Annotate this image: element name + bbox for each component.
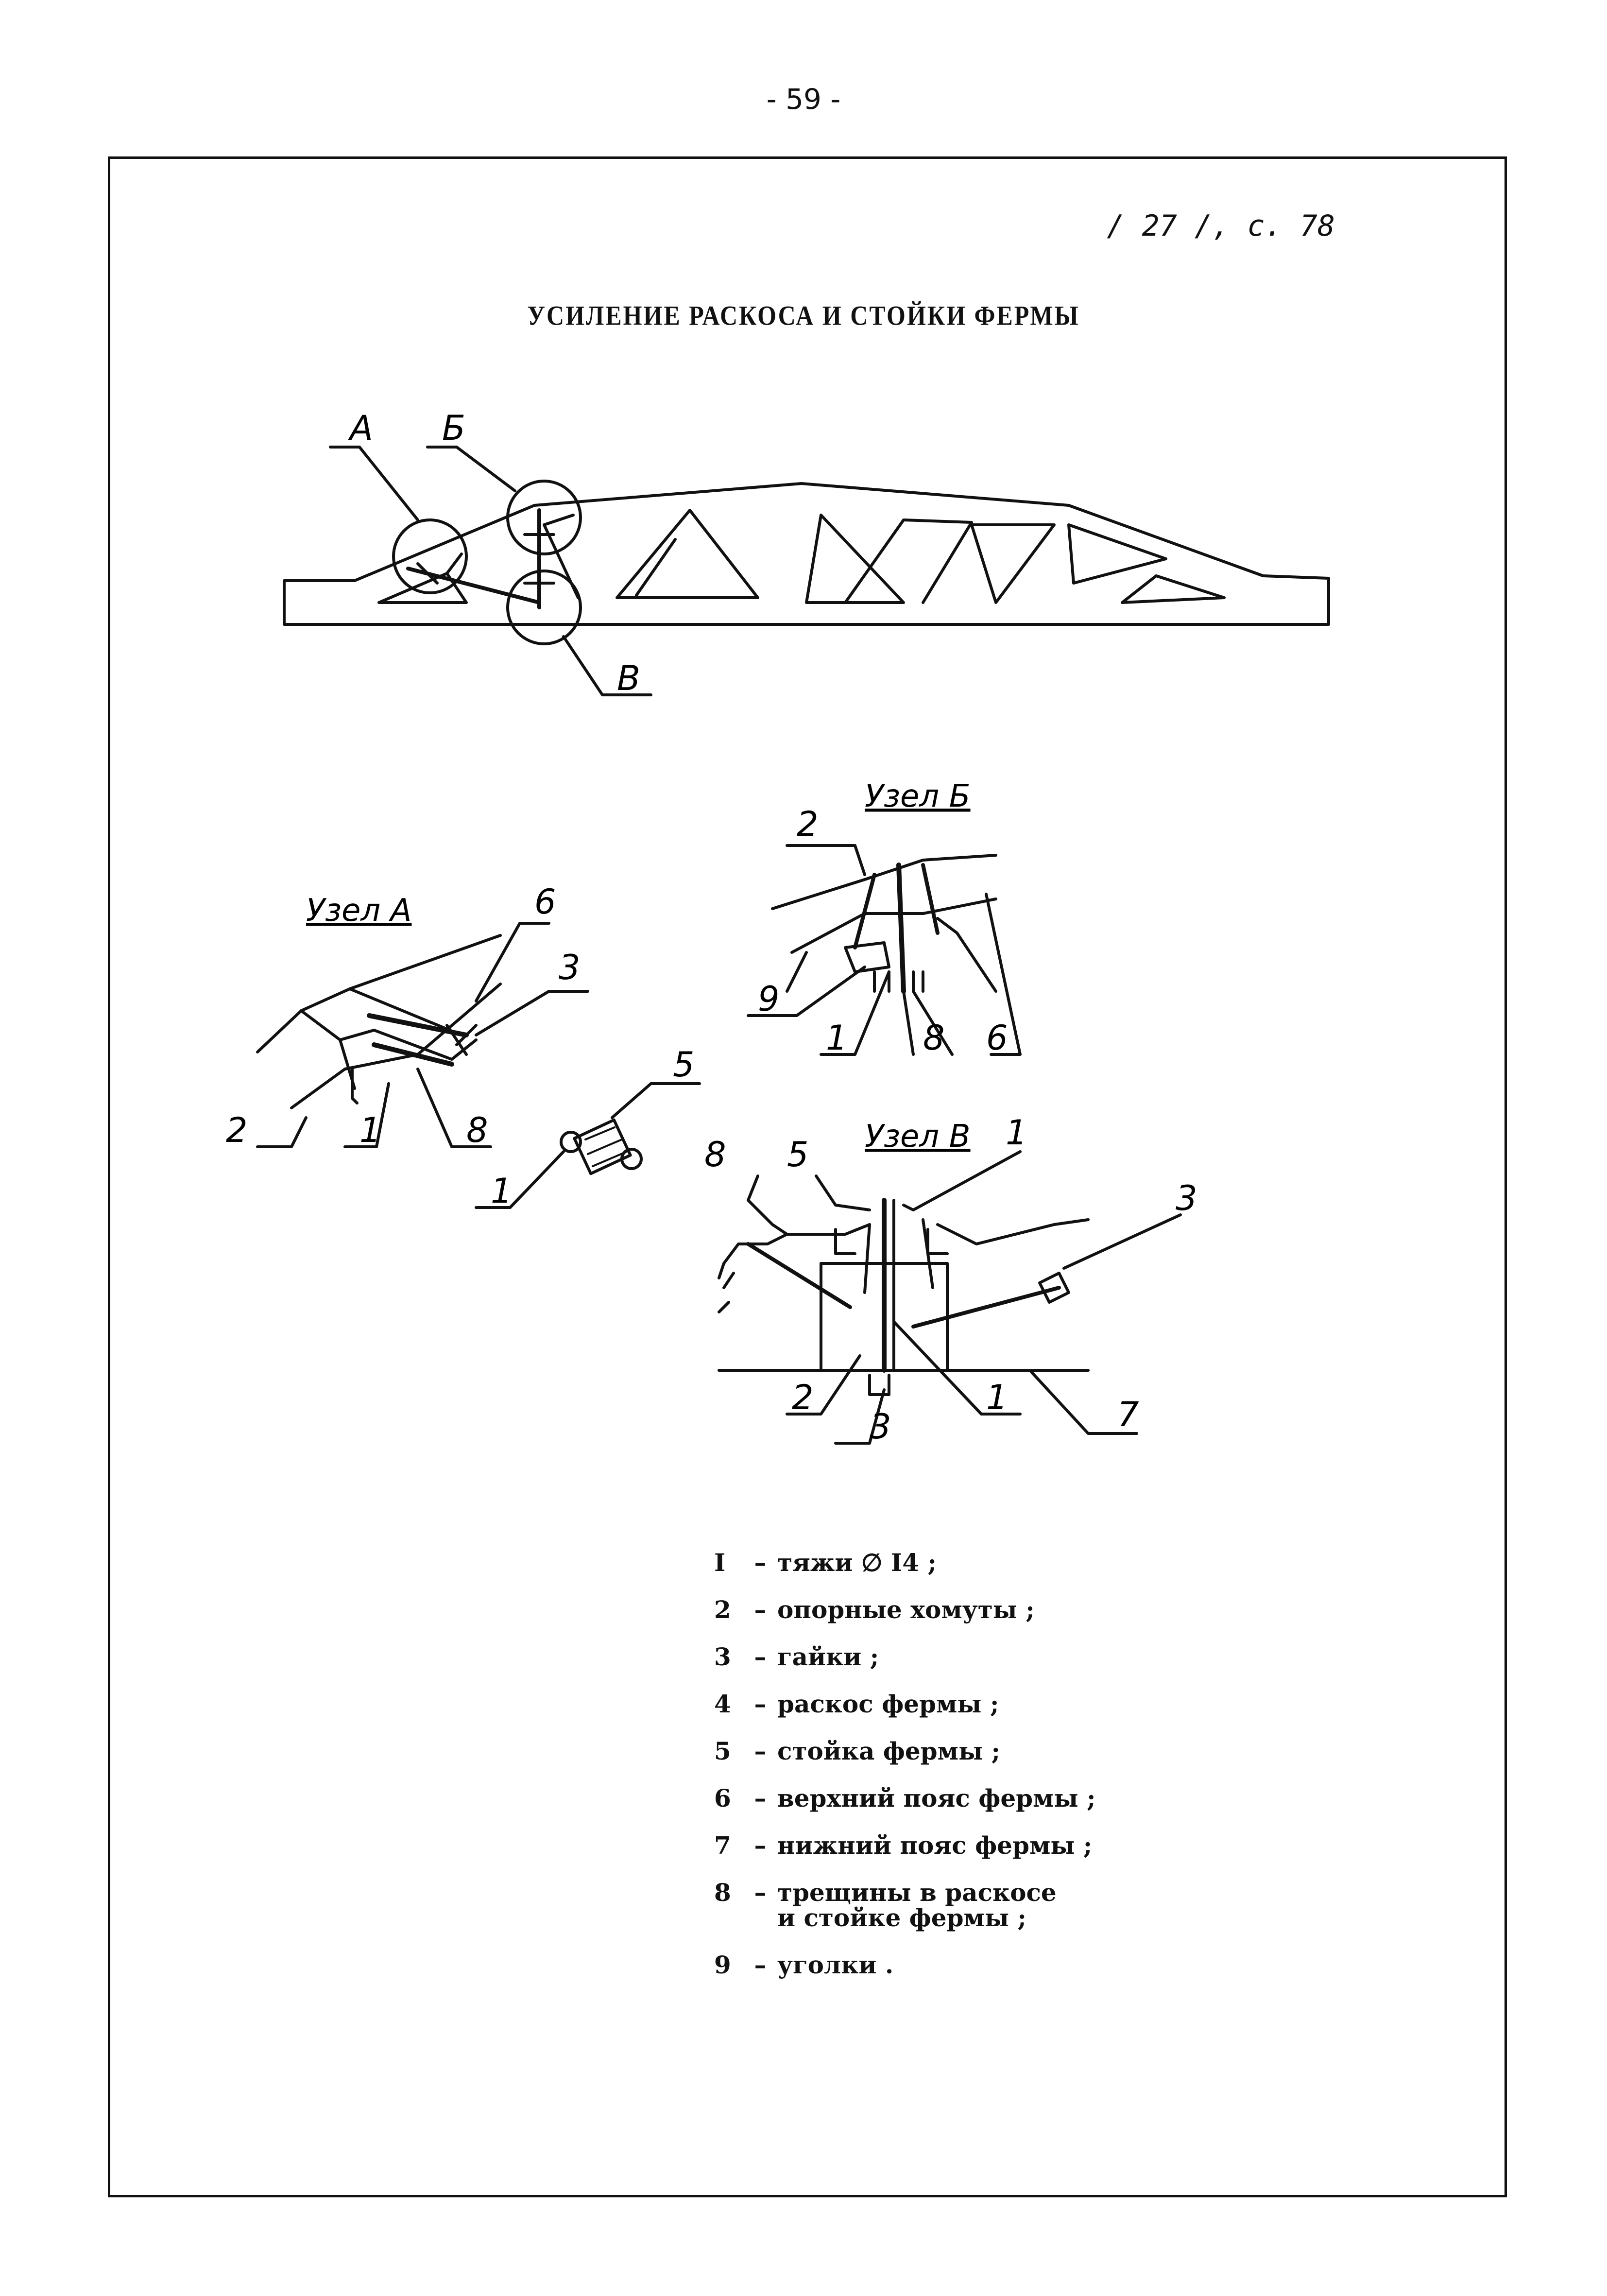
node-a-label-6: 6 — [534, 882, 556, 922]
callout-label-b: Б — [442, 408, 465, 448]
legend-number: 6 — [714, 1784, 731, 1813]
node-b-label-2: 2 — [797, 804, 819, 844]
detail-title-node-a: Узел А — [306, 893, 411, 929]
node-a-label-3: 3 — [559, 948, 581, 987]
legend-dash: – — [754, 1642, 767, 1671]
legend-number: 4 — [714, 1690, 731, 1718]
legend-number: 5 — [714, 1737, 731, 1765]
truss-web-opening — [377, 572, 468, 604]
legend-number: 3 — [714, 1642, 731, 1671]
node-c-label-2: 2 — [792, 1378, 814, 1417]
truss-web-opening — [970, 523, 1056, 604]
truss-web-opening — [1067, 523, 1167, 585]
legend-list: I–тяжи ∅ I4 ;2–опорные хомуты ;3–гайки ;… — [714, 1550, 1151, 2000]
node-b-detail — [747, 844, 1022, 1056]
legend-text: раскос фермы ; — [777, 1690, 999, 1718]
node-a-label-2: 2 — [226, 1110, 248, 1150]
callout-circle-b — [506, 480, 582, 555]
legend-text: тяжи ∅ I4 ; — [777, 1548, 937, 1577]
node-c-label-3-right: 3 — [1176, 1178, 1197, 1218]
truss-outline — [283, 482, 1330, 626]
node-b-label-8: 8 — [923, 1018, 945, 1058]
legend-item: 5–стойка фермы ; — [714, 1739, 1151, 1764]
callout-label-c: В — [617, 658, 640, 698]
callout-circle-a — [392, 518, 468, 594]
legend-dash: – — [754, 1690, 767, 1718]
node-a-detail — [256, 922, 589, 1148]
callout-circle-c — [506, 570, 582, 645]
detail-title-node-b: Узел Б — [865, 778, 971, 814]
truss-web-opening — [635, 538, 677, 597]
truss-elevation — [283, 446, 1330, 696]
truss-web-opening — [844, 518, 973, 604]
legend-number: I — [714, 1548, 726, 1577]
node-a-label-8: 8 — [466, 1110, 488, 1150]
legend-item: 7–нижний пояс фермы ; — [714, 1833, 1151, 1858]
legend-text: верхний пояс фермы ; — [777, 1784, 1096, 1813]
page-number: - 59 - — [766, 83, 841, 116]
legend-dash: – — [754, 1831, 767, 1860]
node-b-label-9: 9 — [758, 979, 780, 1019]
node-c-detail — [718, 1150, 1182, 1445]
node-c-label-1-bottom: 1 — [986, 1378, 1008, 1417]
node-c-label-1-top: 1 — [1006, 1113, 1027, 1153]
node-c-label-7: 7 — [1117, 1395, 1139, 1434]
legend-dash: – — [754, 1548, 767, 1577]
detail-title-node-c: Узел В — [865, 1119, 971, 1155]
legend-item: 4–раскос фермы ; — [714, 1692, 1151, 1717]
legend-item: I–тяжи ∅ I4 ; — [714, 1550, 1151, 1575]
legend-text: нижний пояс фермы ; — [777, 1831, 1093, 1860]
legend-dash: – — [754, 1737, 767, 1765]
legend-number: 2 — [714, 1595, 731, 1624]
truss-web-opening — [615, 509, 759, 599]
truss-web-opening — [805, 514, 905, 604]
node-c-label-8: 8 — [704, 1135, 726, 1174]
legend-item: 8–трещины в раскосе и стойке фермы ; — [714, 1880, 1151, 1931]
legend-dash: – — [754, 1878, 767, 1907]
legend-dash: – — [754, 1595, 767, 1624]
legend-text: гайки ; — [777, 1642, 879, 1671]
reference-citation: / 27 /, с. 78 — [1107, 209, 1335, 243]
legend-dash: – — [754, 1784, 767, 1813]
section-detail — [475, 1082, 701, 1209]
section-label-1: 1 — [491, 1171, 513, 1211]
page-frame — [108, 156, 1507, 2197]
legend-dash: – — [754, 1951, 767, 1979]
truss-web-opening — [1121, 574, 1226, 604]
figure-title: УСИЛЕНИЕ РАСКОСА И СТОЙКИ ФЕРМЫ — [527, 299, 1080, 331]
node-b-label-1: 1 — [826, 1018, 848, 1058]
legend-text: уголки . — [777, 1951, 894, 1979]
node-c-label-3-bottom: 3 — [870, 1407, 891, 1447]
node-b-label-6: 6 — [986, 1018, 1008, 1058]
legend-item: 6–верхний пояс фермы ; — [714, 1786, 1151, 1811]
legend-number: 9 — [714, 1951, 731, 1979]
legend-item: 3–гайки ; — [714, 1644, 1151, 1670]
legend-number: 7 — [714, 1831, 731, 1860]
node-c-label-5: 5 — [787, 1135, 809, 1174]
legend-text: трещины в раскосе и стойке фермы ; — [777, 1878, 1057, 1932]
section-label-5: 5 — [673, 1045, 695, 1085]
node-a-label-1: 1 — [359, 1110, 381, 1150]
legend-text: стойка фермы ; — [777, 1737, 1001, 1765]
legend-text: опорные хомуты ; — [777, 1595, 1035, 1624]
legend-item: 2–опорные хомуты ; — [714, 1597, 1151, 1623]
legend-item: 9–уголки . — [714, 1952, 1151, 1978]
callout-label-a: А — [348, 408, 373, 448]
legend-number: 8 — [714, 1878, 731, 1907]
truss-web-opening — [543, 514, 580, 599]
